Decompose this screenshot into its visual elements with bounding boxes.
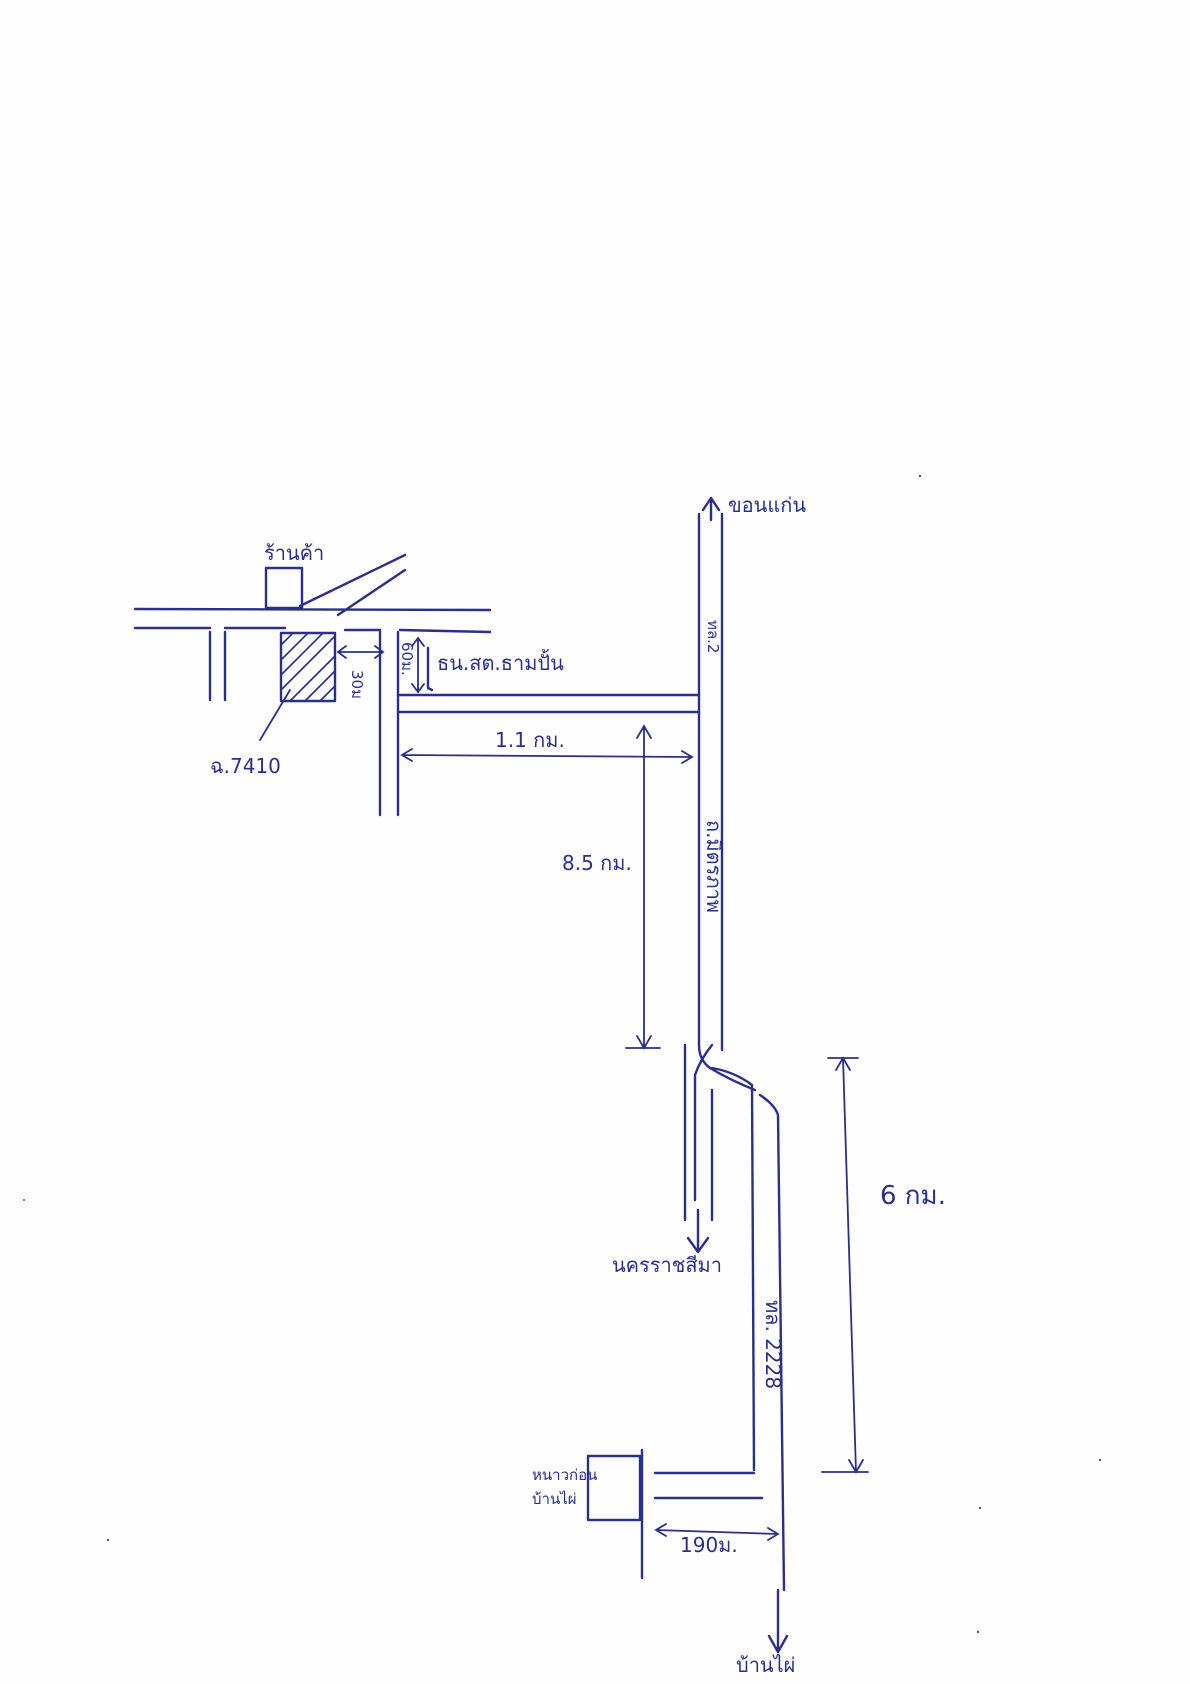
highway-2228-road [710,1066,789,1654]
ban-phai-label: บ้านไผ่ [736,1653,795,1677]
village-roads [133,553,701,817]
school-access-road [586,1448,764,1580]
shop-building [264,566,304,610]
dist-60m-label: 60ม. [398,642,416,676]
shop-label: ร้านค้า [264,541,324,565]
mittraphap-road-label: ถ.มิตรภาพ [702,820,726,913]
dim-8-5km-arrow [625,724,661,1050]
dist-6km-label: 6 กม. [880,1181,946,1211]
highway-2-road [693,512,757,1202]
highway-2228-label: ทล. 2228 [761,1300,785,1389]
dist-190m-label: 190ม. [680,1533,738,1557]
dist-8-5km-label: 8.5 กม. [562,851,632,875]
plot-7410-label: ฉ.7410 [210,754,281,778]
school-label-line2: บ้านไผ่ [532,1490,577,1508]
dist-30m-label: 30ม [348,670,366,699]
plot-7410-parcel [259,631,337,741]
health-station-outline [426,646,434,692]
health-station-label: ธน.สต.ธามปั้น [437,649,564,675]
school-label-line1: หนาวก่อน [532,1466,597,1484]
dim-190m-arrow [654,1523,780,1541]
dim-30m-arrow [336,645,385,659]
dim-60m-arrow [411,636,425,694]
nakhon-ratchasima-label: นครราชสีมา [612,1253,722,1277]
road-to-nakhon-ratchasima [683,1043,714,1254]
highway-2-label: ทล.2 [704,620,722,653]
khon-kaen-label: ขอนแก่น [728,493,806,517]
dist-1-1km-label: 1.1 กม. [495,728,565,752]
khon-kaen-arrow-icon [701,496,721,522]
dim-6km-arrow [821,1056,869,1474]
